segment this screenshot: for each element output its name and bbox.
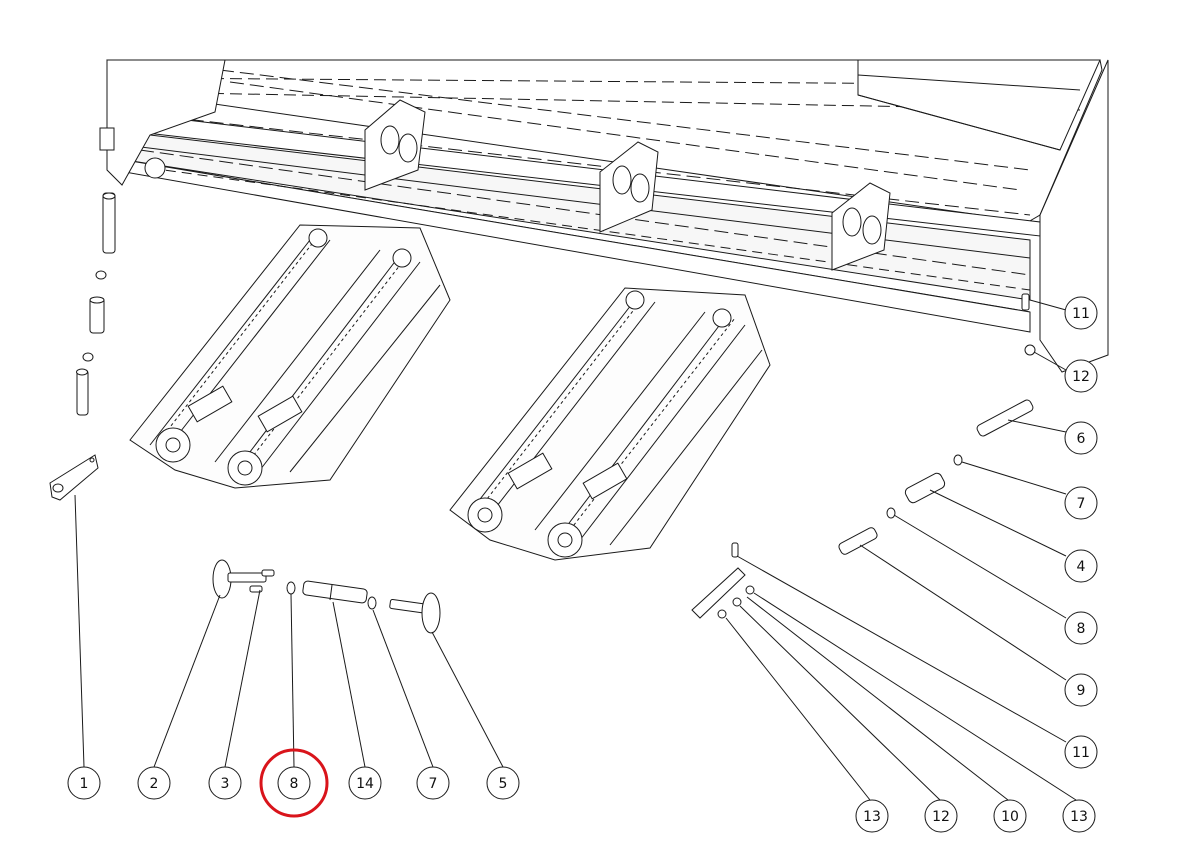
row-unit-left bbox=[129, 224, 451, 489]
part-5-flange bbox=[421, 592, 441, 634]
left-shaft-stack bbox=[76, 192, 116, 416]
part-7-ring-right bbox=[953, 454, 963, 466]
svg-text:3: 3 bbox=[221, 776, 230, 792]
callout-14[interactable]: 14 bbox=[348, 766, 382, 800]
svg-text:7: 7 bbox=[1077, 496, 1086, 512]
part-13-bolt-b bbox=[717, 609, 727, 619]
callout-10[interactable]: 10 bbox=[993, 799, 1027, 833]
callout-2[interactable]: 2 bbox=[137, 766, 171, 800]
callout-8-right[interactable]: 8 bbox=[1064, 611, 1098, 645]
callout-13-b[interactable]: 13 bbox=[1062, 799, 1096, 833]
leader-lines bbox=[74, 299, 1077, 801]
part-10-nut bbox=[732, 597, 742, 607]
part-2-shaft bbox=[227, 572, 267, 583]
callout-1[interactable]: 1 bbox=[67, 766, 101, 800]
part-11-bolt bbox=[731, 542, 739, 558]
callout-4[interactable]: 4 bbox=[1064, 549, 1098, 583]
part-1-bracket bbox=[49, 454, 99, 501]
part-8-ring-right bbox=[886, 507, 896, 519]
svg-text:11: 11 bbox=[1072, 306, 1090, 322]
svg-text:13: 13 bbox=[1070, 809, 1088, 825]
part-bracket-right bbox=[691, 567, 746, 619]
part-4-coupler bbox=[904, 472, 946, 504]
header-frame bbox=[99, 59, 1109, 373]
callout-6[interactable]: 6 bbox=[1064, 421, 1098, 455]
part-6-shaft bbox=[976, 399, 1034, 437]
callout-11-top[interactable]: 11 bbox=[1064, 296, 1098, 330]
svg-text:10: 10 bbox=[1001, 809, 1019, 825]
callout-7-bottom[interactable]: 7 bbox=[416, 766, 450, 800]
svg-text:12: 12 bbox=[932, 809, 950, 825]
callout-12-top[interactable]: 12 bbox=[1064, 359, 1098, 393]
svg-text:6: 6 bbox=[1077, 431, 1086, 447]
svg-text:8: 8 bbox=[290, 776, 299, 792]
part-14-shaft bbox=[302, 580, 368, 604]
callout-3[interactable]: 3 bbox=[208, 766, 242, 800]
svg-text:14: 14 bbox=[356, 776, 374, 792]
callouts: 1 2 3 8 14 7 5 13 12 10 13 11 9 8 4 7 6 … bbox=[67, 296, 1098, 833]
right-drive-parts bbox=[691, 293, 1036, 619]
svg-text:11: 11 bbox=[1072, 745, 1090, 761]
callout-9[interactable]: 9 bbox=[1064, 673, 1098, 707]
svg-text:9: 9 bbox=[1077, 683, 1086, 699]
svg-text:5: 5 bbox=[499, 776, 508, 792]
callout-7-right[interactable]: 7 bbox=[1064, 486, 1098, 520]
highlight-circle bbox=[259, 748, 329, 818]
callout-8[interactable]: 8 bbox=[277, 766, 311, 800]
part-12-nut-top bbox=[1024, 344, 1036, 356]
part-3-bolt-a bbox=[261, 569, 275, 577]
svg-text:7: 7 bbox=[429, 776, 438, 792]
row-unit-right bbox=[449, 287, 771, 561]
svg-text:8: 8 bbox=[1077, 621, 1086, 637]
part-3-bolt-b bbox=[249, 585, 263, 593]
part-11-bolt-top bbox=[1021, 293, 1030, 311]
callout-5[interactable]: 5 bbox=[486, 766, 520, 800]
svg-text:13: 13 bbox=[863, 809, 881, 825]
callout-13-a[interactable]: 13 bbox=[855, 799, 889, 833]
part-8-ring bbox=[286, 581, 296, 595]
svg-text:1: 1 bbox=[80, 776, 89, 792]
part-7-ring-bottom bbox=[367, 596, 377, 610]
svg-text:2: 2 bbox=[150, 776, 159, 792]
part-9-shaft bbox=[838, 527, 878, 555]
svg-text:12: 12 bbox=[1072, 369, 1090, 385]
callout-11-bottom[interactable]: 11 bbox=[1064, 735, 1098, 769]
callout-12-bottom[interactable]: 12 bbox=[924, 799, 958, 833]
svg-text:4: 4 bbox=[1077, 559, 1086, 575]
bottom-left-parts bbox=[212, 559, 441, 634]
part-13-bolt-a bbox=[745, 585, 755, 595]
